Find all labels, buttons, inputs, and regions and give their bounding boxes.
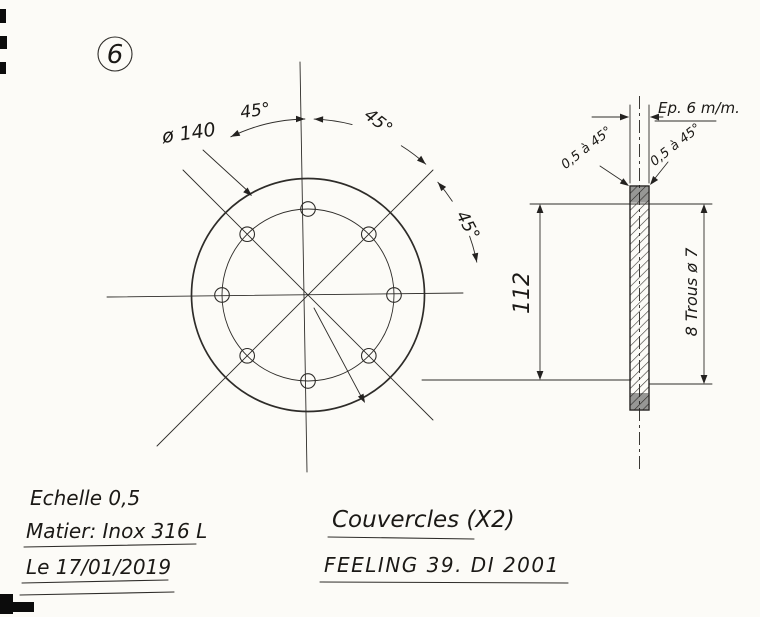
arrowhead <box>536 371 544 380</box>
title-block: Echelle 0,5 Matier: Inox 316 L Le 17/01/… <box>19 486 207 596</box>
arrowhead <box>437 182 447 192</box>
arrowhead <box>650 113 659 121</box>
drawing-title: Couvercles (X2) FEELING 39. DI 2001 <box>319 507 569 584</box>
diameter-dimension: ø 140 <box>160 119 217 148</box>
underline <box>21 579 169 584</box>
scan-artifacts <box>0 9 34 614</box>
bolt-hole <box>239 347 256 364</box>
angle-dimensions: 45° 45° 45° <box>230 99 484 263</box>
height-label: 112 <box>510 272 535 314</box>
center-line-horizontal <box>106 292 464 298</box>
angle-label: 45° <box>239 99 272 123</box>
arrowhead <box>314 116 324 123</box>
arrowhead <box>296 115 305 123</box>
bolt-hole <box>386 287 402 303</box>
date-label: Le 17/01/2019 <box>26 555 171 579</box>
chamfer-label: 0,5 à 45° <box>559 124 615 173</box>
bolt-circle-radius-leader <box>313 307 363 399</box>
arrowhead <box>619 178 629 186</box>
chamfer-callout-left: 0,5 à 45° <box>559 124 629 186</box>
bolt-hole <box>360 347 377 364</box>
arrowhead <box>417 155 426 165</box>
plate-section <box>629 185 650 411</box>
sheet-number-badge: 6 <box>97 36 133 72</box>
plate-section-dark-top <box>630 186 649 203</box>
underline <box>23 543 197 548</box>
diagonal-line-sw-ne <box>156 169 434 447</box>
holes-label: 8 Trous ø 7 <box>682 247 701 337</box>
bolt-holes <box>214 201 402 389</box>
side-view: Ep. 6 m/m. 0,5 à 45° 0,5 à 45° 8 Trous ø… <box>559 96 740 470</box>
angle-label: 45° <box>452 208 484 244</box>
sheet-number-circle <box>97 36 133 72</box>
holes-dimension: 8 Trous ø 7 <box>682 204 708 384</box>
underline <box>19 591 175 596</box>
chamfer-callout-right: 0,5 à 45° <box>648 121 704 185</box>
diameter-leader-line <box>202 149 251 194</box>
angle-label: 45° <box>360 105 396 139</box>
scan-mark <box>0 602 34 612</box>
arrowhead <box>230 130 241 137</box>
thickness-label: Ep. 6 m/m. <box>658 99 740 117</box>
boat-model: FEELING 39. DI 2001 <box>324 553 560 577</box>
bolt-circle <box>221 208 395 382</box>
scan-mark <box>0 9 6 23</box>
thickness-dimension: Ep. 6 m/m. <box>591 99 740 184</box>
arrowhead <box>700 375 708 384</box>
scan-mark <box>0 36 7 49</box>
bolt-hole <box>300 201 316 217</box>
underline <box>319 581 569 584</box>
arrowhead <box>650 176 659 185</box>
arrowhead <box>536 204 544 213</box>
bolt-hole <box>360 226 377 243</box>
arrowhead <box>700 204 708 213</box>
front-view: ø 140 45° 45° 45° <box>106 61 484 473</box>
bolt-hole <box>214 287 230 303</box>
diameter-label: ø 140 <box>160 119 217 148</box>
arrowhead <box>472 252 479 263</box>
arrowhead <box>357 393 365 403</box>
part-name: Couvercles (X2) <box>332 507 515 533</box>
material-label: Matier: Inox 316 L <box>26 519 207 543</box>
center-line-vertical <box>299 61 308 473</box>
outer-circle <box>190 177 426 413</box>
underline <box>327 536 475 540</box>
arrowhead <box>620 113 629 121</box>
plate-section-dark-bottom <box>630 393 649 410</box>
sheet-number: 6 <box>107 40 124 70</box>
extension-lines <box>421 203 713 385</box>
height-dimension: 112 <box>510 204 544 380</box>
scale-label: Echelle 0,5 <box>30 486 140 510</box>
chamfer-label: 0,5 à 45° <box>648 121 704 170</box>
bolt-hole <box>239 226 256 243</box>
arrowhead <box>243 187 252 196</box>
bolt-hole <box>300 373 316 389</box>
scan-mark <box>0 62 6 74</box>
